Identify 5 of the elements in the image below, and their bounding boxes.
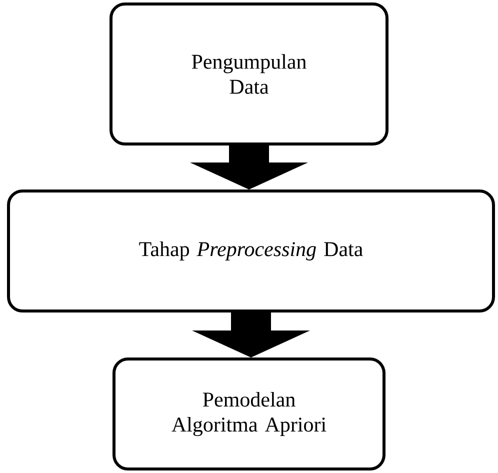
process-box: Tahap Preprocessing Data bbox=[7, 190, 495, 312]
process-box: Pengumpulan Data bbox=[110, 2, 388, 146]
block-arrow bbox=[192, 312, 310, 358]
process-box: Pemodelan Algoritma Apriori bbox=[112, 358, 386, 470]
block-arrow bbox=[190, 146, 308, 190]
